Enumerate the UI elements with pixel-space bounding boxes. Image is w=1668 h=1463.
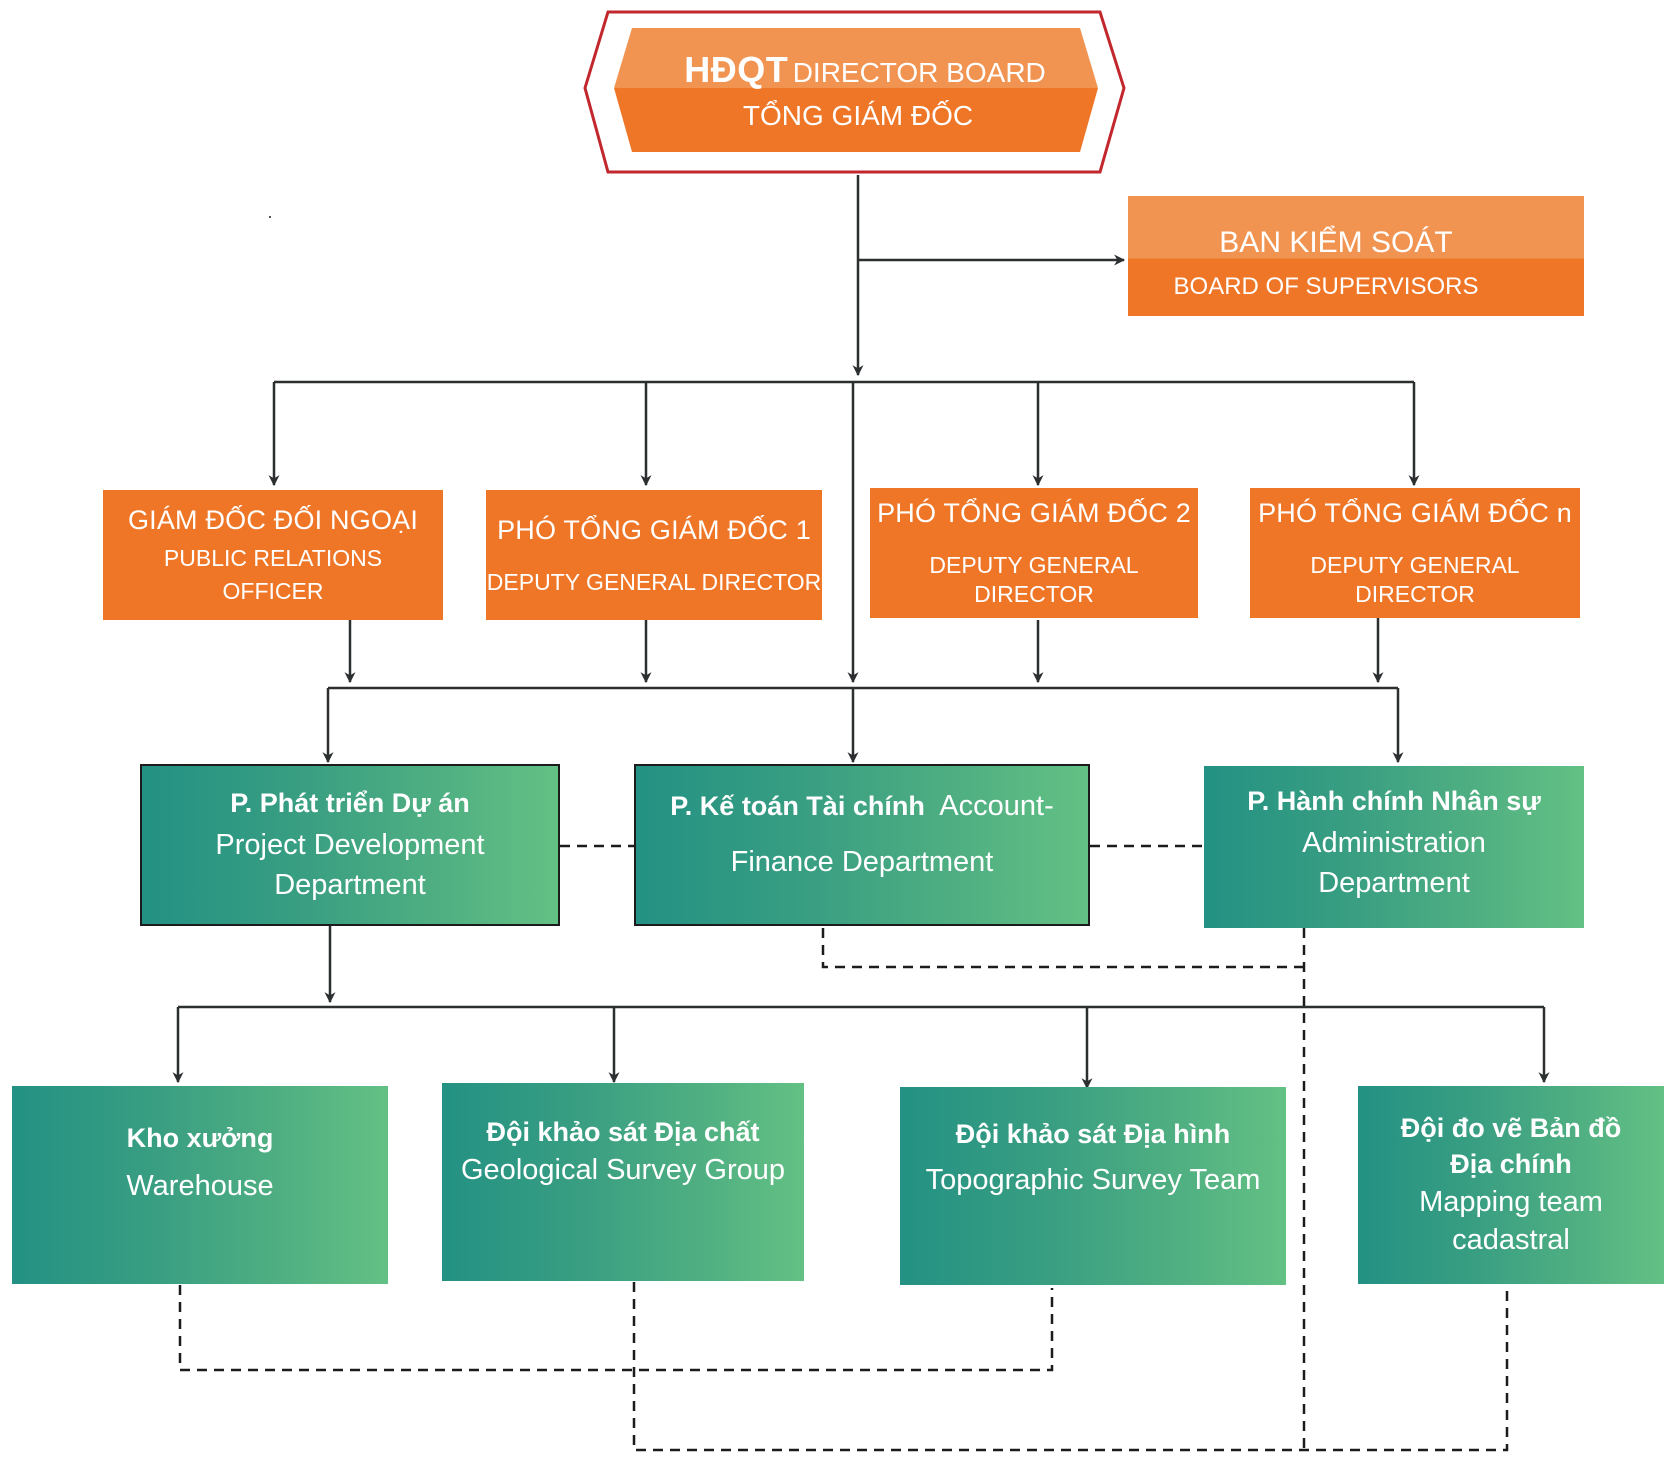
- team-en-name: Geological Survey Group: [461, 1153, 785, 1186]
- team-node-warehouse[interactable]: Kho xưởng Warehouse: [12, 1086, 388, 1284]
- team-en-name: Topographic Survey Team: [925, 1163, 1261, 1196]
- director-title: PHÓ TỔNG GIÁM ĐỐC 2: [877, 498, 1191, 529]
- team-node-geological-survey[interactable]: Đội khảo sát Địa chất Geological Survey …: [442, 1083, 804, 1281]
- team-vi-name: Đội đo vẽ Bản đồ: [1400, 1113, 1622, 1143]
- department-vi-line: P. Kế toán Tài chính Account-: [670, 788, 1053, 824]
- supervisors-title: BAN KIỂM SOÁT: [1219, 226, 1453, 260]
- director-subtitle: DEPUTY GENERAL DIRECTOR: [1310, 552, 1520, 607]
- director-board-title: DIRECTOR BOARD: [792, 57, 1046, 88]
- department-en-name-2: Department: [274, 868, 426, 901]
- director-node-deputy-2[interactable]: PHÓ TỔNG GIÁM ĐỐC 2 DEPUTY GENERAL DIREC…: [870, 488, 1198, 618]
- team-vi-name: Đội khảo sát Địa hình: [955, 1119, 1231, 1149]
- director-board-node[interactable]: HĐQT DIRECTOR BOARD TỔNG GIÁM ĐỐC: [614, 28, 1098, 152]
- department-node-project-development[interactable]: P. Phát triển Dự án Project Development …: [140, 764, 560, 926]
- dashed-team1-team3: [178, 1285, 1054, 1372]
- department-node-administration[interactable]: P. Hành chính Nhân sự Administration Dep…: [1204, 766, 1584, 928]
- team-en-name-2: cadastral: [1452, 1223, 1570, 1256]
- director-board-title-line: HĐQT DIRECTOR BOARD: [684, 47, 1046, 92]
- department-vi-name: P. Hành chính Nhân sự: [1247, 785, 1541, 816]
- director-subtitle-2: OFFICER: [222, 577, 324, 604]
- director-board-hexagon-upper: [614, 28, 1098, 88]
- director-subtitle: DEPUTY GENERAL DIRECTOR: [929, 552, 1139, 607]
- dashed-dept2-to-dept3-bottom: [821, 928, 1304, 969]
- director-title: PHÓ TỔNG GIÁM ĐỐC n: [1258, 498, 1572, 529]
- director-subtitle: PUBLIC RELATIONS: [163, 545, 383, 572]
- department-en-name: Administration: [1302, 826, 1486, 859]
- department-vi-name: P. Phát triển Dự án: [230, 787, 470, 818]
- team-vi-name: Đội khảo sát Địa chất: [486, 1117, 760, 1147]
- director-node-deputy-n[interactable]: PHÓ TỔNG GIÁM ĐỐC n DEPUTY GENERAL DIREC…: [1250, 488, 1580, 618]
- team-node-topographic-survey[interactable]: Đội khảo sát Địa hình Topographic Survey…: [900, 1087, 1286, 1285]
- dashed-connectors: [178, 844, 1509, 1452]
- director-board-abbrev: HĐQT: [684, 49, 789, 90]
- team-vi-name-2: Địa chính: [1450, 1148, 1572, 1179]
- supervisors-subtitle: BOARD OF SUPERVISORS: [1173, 272, 1479, 300]
- solid-connectors: [172, 175, 1550, 1090]
- department-en-name-2: Department: [1318, 866, 1470, 899]
- director-title: PHÓ TỔNG GIÁM ĐỐC 1: [497, 514, 811, 545]
- supervisors-node[interactable]: BAN KIỂM SOÁT BOARD OF SUPERVISORS: [1128, 196, 1584, 316]
- team-en-name: Warehouse: [126, 1169, 274, 1202]
- director-subtitle: DEPUTY GENERAL DIRECTOR: [486, 568, 822, 595]
- department-en-name: Project Development: [215, 828, 485, 861]
- stray-dot: [269, 216, 271, 218]
- director-board-hexagon-lower: [614, 88, 1098, 152]
- director-board-subtitle: TỔNG GIÁM ĐỐC: [742, 100, 974, 131]
- department-en-inline: Account-: [939, 790, 1054, 822]
- team-en-name: Mapping team: [1419, 1185, 1603, 1218]
- department-vi-name: P. Kế toán Tài chính: [670, 791, 925, 821]
- dashed-team2-team4: [632, 1282, 1509, 1452]
- team-node-cadastral-mapping[interactable]: Đội đo vẽ Bản đồ Địa chính Mapping team …: [1358, 1086, 1664, 1284]
- director-title: GIÁM ĐỐC ĐỐI NGOẠI: [127, 505, 419, 536]
- team-vi-name: Kho xưởng: [126, 1123, 274, 1153]
- director-node-public-relations[interactable]: GIÁM ĐỐC ĐỐI NGOẠI PUBLIC RELATIONS OFFI…: [103, 490, 443, 620]
- department-node-account-finance[interactable]: P. Kế toán Tài chính Account- Finance De…: [634, 764, 1090, 926]
- department-en-name-2: Finance Department: [730, 846, 994, 879]
- director-node-deputy-1[interactable]: PHÓ TỔNG GIÁM ĐỐC 1 DEPUTY GENERAL DIREC…: [486, 490, 822, 620]
